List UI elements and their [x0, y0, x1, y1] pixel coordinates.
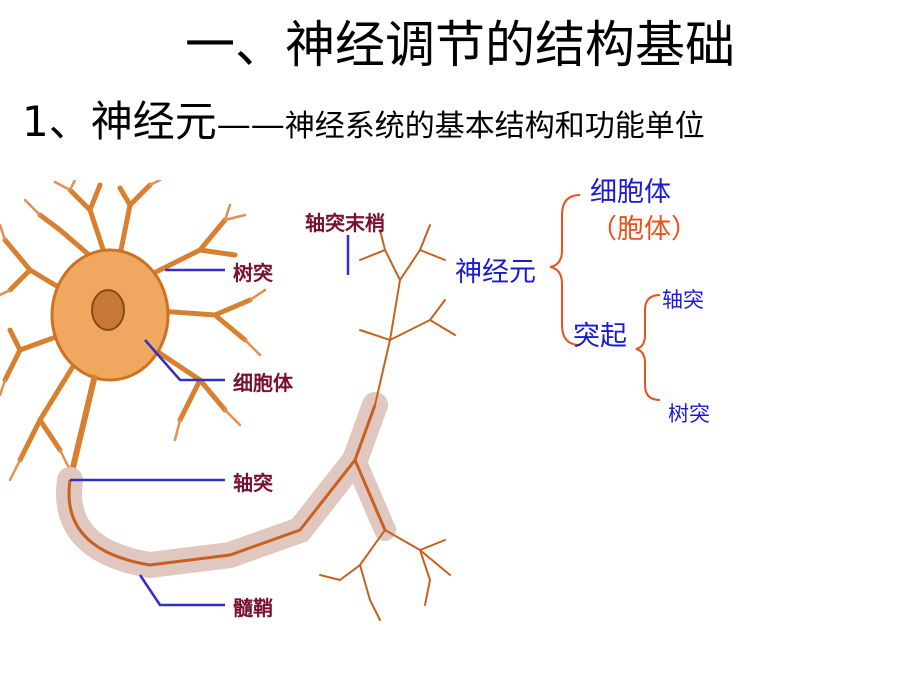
myelin-sheath — [56, 392, 388, 579]
tree-axon: 轴突 — [662, 288, 704, 312]
subtitle-number: 1、神经元 — [22, 97, 217, 146]
figure-label-cell-body: 细胞体 — [233, 371, 293, 395]
slide-subtitle: 1、神经元——神经系统的基本结构和功能单位 — [22, 94, 705, 150]
subtitle-dash: —— — [216, 105, 285, 145]
figure-label-myelin: 髓鞘 — [233, 596, 273, 620]
tree-soma: （胞体） — [590, 214, 698, 245]
tree-process: 突起 — [573, 321, 627, 352]
figure-label-dendrite: 树突 — [233, 261, 273, 285]
subtitle-desc: 神经系统的基本结构和功能单位 — [284, 109, 705, 144]
tree-cell-body: 细胞体 — [590, 177, 671, 208]
label-lines — [70, 235, 350, 607]
figure-label-axon: 轴突 — [233, 471, 273, 495]
axon-core-branch — [353, 459, 387, 531]
axon-terminal-branches — [319, 224, 456, 621]
neuron-figure — [0, 180, 456, 621]
axon-core — [67, 404, 377, 567]
figure-label-axon-terminal: 轴突末梢 — [305, 211, 385, 235]
tree-braces — [549, 194, 661, 401]
nucleus-shape — [91, 289, 125, 331]
tree-dendrite: 树突 — [668, 402, 710, 426]
dendrite-twigs — [0, 180, 267, 482]
axon-hillock — [67, 374, 98, 481]
slide-title: 一、神经调节的结构基础 — [185, 16, 735, 74]
tree-root: 神经元 — [455, 257, 536, 288]
